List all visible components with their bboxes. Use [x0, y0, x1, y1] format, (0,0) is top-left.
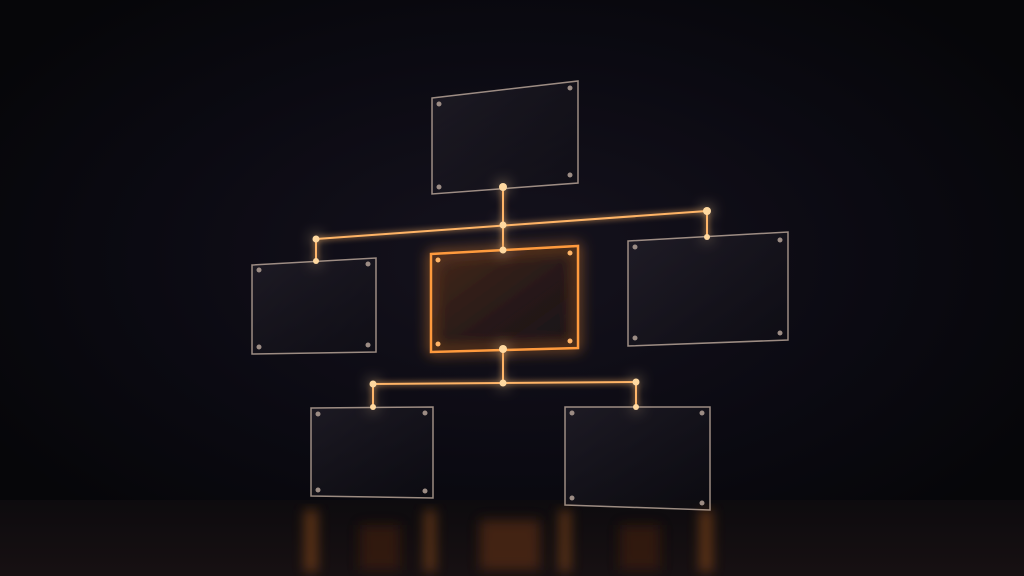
node-top-bottom: [499, 183, 507, 191]
middle-left-panel: [251, 257, 377, 355]
middle-right-panel: [627, 231, 789, 347]
node-right-panel: [704, 234, 710, 240]
middle-center-panel: [429, 244, 580, 354]
node-lower-junction: [499, 379, 507, 387]
node-upper-left: [312, 235, 320, 243]
node-bottom-left-panel: [370, 404, 376, 410]
bottom-left-panel: [310, 406, 434, 499]
node-lower-right: [632, 378, 640, 386]
node-left-panel: [313, 258, 319, 264]
node-bottom-right-panel: [633, 404, 639, 410]
node-lower-left: [369, 380, 377, 388]
node-center-top: [499, 246, 507, 254]
node-upper-junction: [499, 221, 507, 229]
junction-nodes: [312, 183, 711, 410]
node-center-bottom: [499, 345, 507, 353]
bottom-right-panel: [564, 406, 711, 511]
top-panel: [431, 80, 579, 195]
floor-reflections: [305, 510, 712, 572]
node-upper-right: [703, 207, 711, 215]
